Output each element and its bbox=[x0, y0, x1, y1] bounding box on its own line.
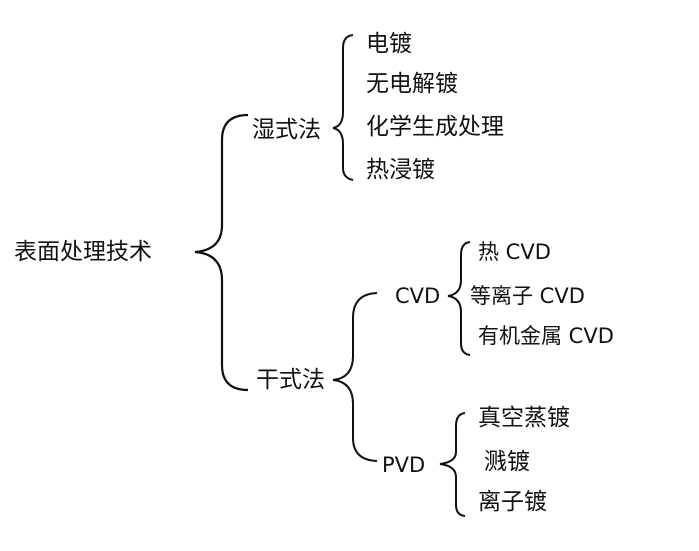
pvd-brace bbox=[439, 412, 466, 517]
cvd-item-1: 热 CVD bbox=[478, 240, 551, 264]
cvd-brace bbox=[447, 241, 471, 356]
wet-item-1: 电镀 bbox=[366, 31, 412, 57]
pvd-item-3: 离子镀 bbox=[478, 489, 547, 515]
root-brace bbox=[194, 113, 249, 392]
pvd-item-1: 真空蒸镀 bbox=[478, 405, 570, 431]
dry-brace bbox=[332, 292, 378, 462]
wet-method-label: 湿式法 bbox=[252, 117, 321, 143]
cvd-item-2: 等离子 CVD bbox=[470, 284, 585, 308]
wet-item-3: 化学生成处理 bbox=[366, 114, 504, 140]
wet-item-4: 热浸镀 bbox=[366, 157, 435, 183]
root-label: 表面处理技术 bbox=[14, 239, 152, 265]
dry-method-label: 干式法 bbox=[256, 367, 325, 393]
cvd-label: CVD bbox=[395, 284, 441, 308]
pvd-label: PVD bbox=[382, 453, 426, 477]
pvd-item-2: 溅镀 bbox=[484, 449, 530, 475]
wet-item-2: 无电解镀 bbox=[366, 71, 458, 97]
wet-brace bbox=[332, 34, 354, 181]
cvd-item-3: 有机金属 CVD bbox=[478, 324, 614, 348]
